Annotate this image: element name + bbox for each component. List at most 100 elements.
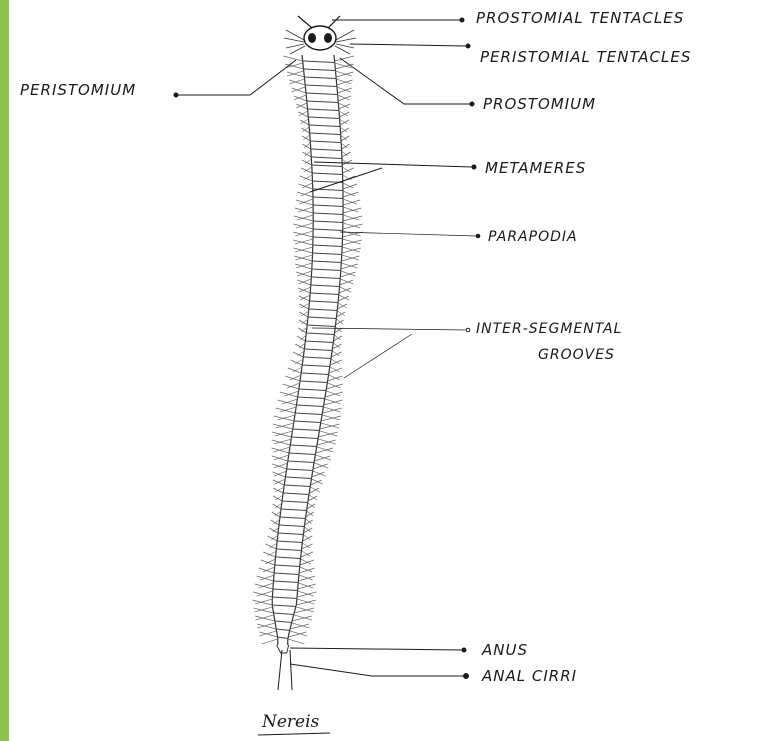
parapodium-left [294,96,307,101]
parapodium-left [274,416,294,421]
parapodium-left [256,615,274,620]
parapodium-right [331,352,341,357]
segment-groove [312,165,343,167]
segment-groove [282,501,308,503]
parapodium-right [340,279,353,284]
segment-groove [313,197,343,199]
parapodium-left [287,72,304,77]
parapodium-right [320,431,338,436]
segment-groove [311,149,342,151]
parapodium-right [296,600,316,605]
parapodium-right [318,439,336,444]
segment-groove [313,205,343,207]
parapodium-left [260,632,278,637]
parapodium-left [296,255,313,260]
segment-groove [313,229,343,231]
parapodium-right [335,328,343,333]
segment-groove [290,445,317,447]
parapodium-right [303,536,313,541]
parapodium-left [297,192,313,197]
parapodium-right [324,407,341,412]
parapodium-left [295,264,312,269]
parapodium-right [336,72,353,77]
parapodium-right [338,303,347,308]
parapodium-right [341,263,357,268]
parapodium-left [292,88,306,93]
parapodium-right [290,631,307,636]
label-peristomial-tentacles: PERISTOMIAL TENTACLES [480,48,691,66]
segment-groove [308,109,339,111]
segment-groove [277,541,303,543]
parapodium-left [297,271,312,276]
label-prostomium: PROSTOMIUM [483,95,596,113]
parapodium-right [340,120,349,125]
prostomial-tentacle-right [328,16,340,28]
parapodium-right [313,464,328,469]
parapodium-right [299,568,315,573]
segment-groove [276,629,290,631]
parapodium-left [299,296,310,301]
segment-groove [279,525,305,527]
segment-groove [305,341,333,343]
parapodium-left [255,616,275,621]
segment-groove [304,77,336,79]
body-outline-left [272,55,313,645]
segment-groove [309,309,338,311]
segment-groove [306,333,334,335]
segment-groove [311,285,340,287]
segment-groove [300,381,328,383]
parapodium-right [321,423,339,428]
parapodium-left [294,248,313,253]
segment-groove [303,61,335,63]
segment-groove [280,517,306,519]
segment-groove [307,101,338,103]
parapodium-right [341,271,356,276]
parapodium-right [343,239,361,244]
parapodium-left [272,464,286,469]
parapodium-left [297,280,311,285]
segment-groove [307,325,335,327]
parapodium-left [299,304,308,309]
parapodium-left [272,456,288,461]
segment-groove [281,509,307,511]
segment-groove [296,405,323,407]
anal-segment [277,645,289,653]
parapodium-right [338,88,352,93]
parapodium-right [312,479,323,484]
leader-anus [290,648,462,650]
parapodium-left [289,80,305,85]
parapodium-right [290,624,309,629]
label-intersegmental-grooves-line1: INTER-SEGMENTAL [476,320,622,338]
leader-prostomium [340,58,470,104]
eye-right [324,33,332,43]
segment-groove [310,301,339,303]
worm-body [252,55,362,653]
parapodium-left [289,79,304,84]
parapodium-left [298,111,307,116]
parapodium-right [317,440,336,445]
parapodium-right [330,360,342,365]
parapodium-right [294,608,314,613]
parapodium-left [299,184,313,189]
parapodium-right [324,400,343,405]
parapodium-right [329,368,342,373]
parapodium-left [253,592,272,597]
parapodium-right [342,255,359,260]
label-intersegmental-grooves-line2: GROOVES [538,346,615,364]
leader-intersegmental-b [344,334,412,378]
parapodium-left [294,95,306,100]
parapodium-right [304,528,313,533]
parapodium-left [255,584,273,589]
parapodium-right [296,607,314,612]
parapodium-right [316,448,334,453]
segment-groove [292,437,319,439]
parapodium-left [302,136,310,141]
parapodium-right [339,295,349,300]
segment-groove [274,581,299,583]
segment-groove [310,133,341,135]
parapodium-right [317,447,334,452]
segment-groove [310,141,341,143]
parapodium-left [294,216,313,221]
label-parapodia: PARAPODIA [488,228,578,246]
